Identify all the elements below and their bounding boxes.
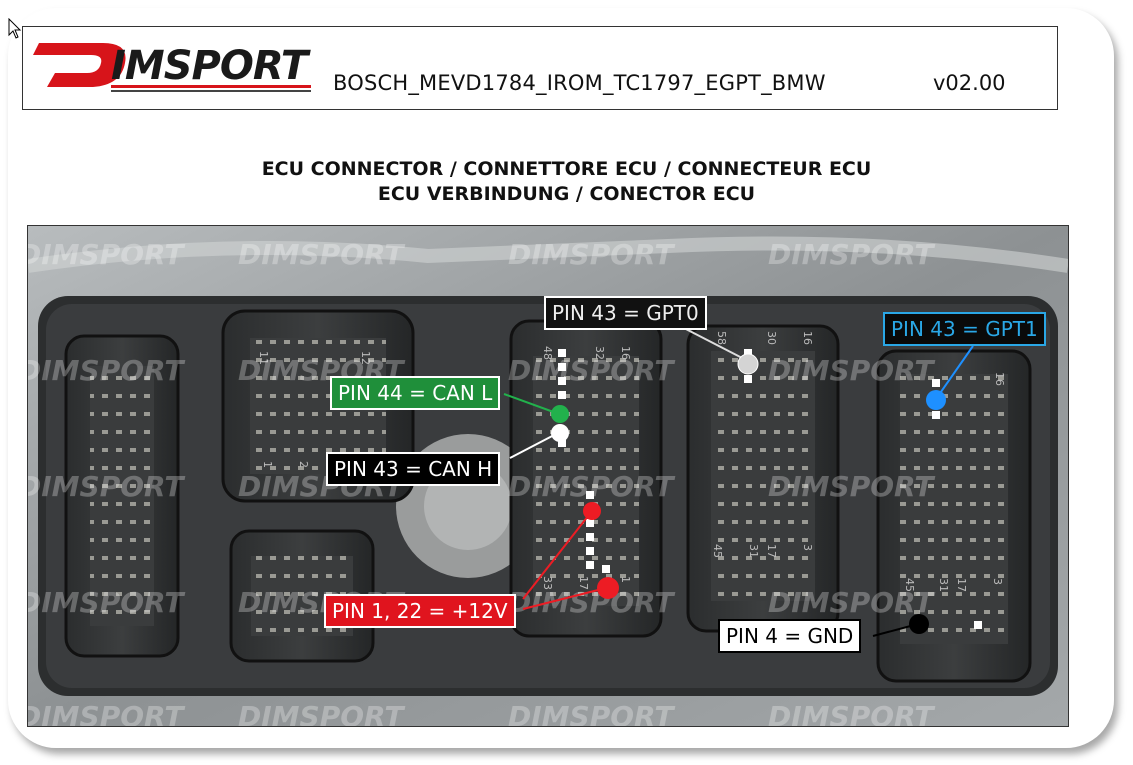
pin-label: 17 bbox=[765, 544, 778, 558]
watermark-text: DIMSPORT bbox=[508, 238, 675, 271]
page-heading-line2: ECU VERBINDUNG / CONECTOR ECU bbox=[377, 183, 756, 205]
leader-line-canh bbox=[509, 432, 559, 459]
pin-label: 33 bbox=[541, 576, 554, 590]
pin-label: 16 bbox=[993, 372, 1006, 386]
pin-label: 3 bbox=[991, 578, 1004, 585]
svg-text:IMSPORT: IMSPORT bbox=[111, 43, 311, 89]
leader-line-12v-a bbox=[522, 510, 593, 600]
pin-label: 31 bbox=[937, 578, 950, 592]
pin-label: 11 bbox=[257, 351, 270, 365]
document-version: v02.00 bbox=[933, 71, 1006, 95]
watermark-text: DIMSPORT bbox=[238, 238, 405, 271]
watermark-text: DIMSPORT bbox=[768, 470, 935, 503]
callout-12v: PIN 1, 22 = +12V bbox=[324, 594, 516, 628]
watermark-text: DIMSPORT bbox=[238, 700, 405, 726]
leader-line-gpt1 bbox=[935, 345, 974, 400]
pin-label: 48 bbox=[541, 346, 554, 360]
pin-dot-12v-a bbox=[583, 502, 601, 520]
pin-dot-canl bbox=[551, 405, 569, 423]
pin-label: 2 bbox=[297, 461, 310, 468]
leader-line-12v-b bbox=[522, 587, 607, 610]
pin-label: 1 bbox=[261, 461, 274, 468]
leader-line-gpt0 bbox=[679, 325, 749, 362]
watermark-text: DIMSPORT bbox=[508, 470, 675, 503]
pin-label: 30 bbox=[765, 331, 778, 345]
pin-dot-gnd bbox=[909, 614, 929, 634]
pin-label: 45 bbox=[903, 578, 916, 592]
pin-dot-gpt1 bbox=[926, 390, 946, 410]
callout-gpt1: PIN 43 = GPT1 bbox=[883, 312, 1046, 346]
pin-label: 16 bbox=[801, 331, 814, 345]
watermark-text: DIMSPORT bbox=[768, 238, 935, 271]
watermark-text: DIMSPORT bbox=[28, 470, 185, 503]
watermark-text: DIMSPORT bbox=[28, 238, 185, 271]
pin-dot-12v-b bbox=[597, 577, 619, 599]
watermark-text: DIMSPORT bbox=[28, 586, 185, 619]
watermark-text: DIMSPORT bbox=[28, 700, 185, 726]
pin-label: 58 bbox=[715, 331, 728, 345]
watermark-text: DIMSPORT bbox=[768, 586, 935, 619]
pin-label: 45 bbox=[711, 544, 724, 558]
callout-gnd: PIN 4 = GND bbox=[718, 619, 862, 653]
pin-label: 17 bbox=[577, 576, 590, 590]
callout-gpt0: PIN 43 = GPT0 bbox=[544, 296, 707, 330]
pin-label: 31 bbox=[747, 544, 760, 558]
document-header: IMSPORT BOSCH_MEVD1784_IROM_TC1797_EGPT_… bbox=[22, 26, 1058, 110]
watermark-text: DIMSPORT bbox=[28, 354, 185, 387]
callout-can-l: PIN 44 = CAN L bbox=[330, 376, 501, 410]
document-title: BOSCH_MEVD1784_IROM_TC1797_EGPT_BMW bbox=[333, 71, 826, 95]
page-heading-line1: ECU CONNECTOR / CONNETTORE ECU / CONNECT… bbox=[261, 158, 872, 180]
pin-label: 16 bbox=[619, 346, 632, 360]
watermark-text: DIMSPORT bbox=[508, 354, 675, 387]
callout-can-h: PIN 43 = CAN H bbox=[326, 452, 501, 486]
watermark-text: DIMSPORT bbox=[508, 700, 675, 726]
pin-dot-canh bbox=[551, 424, 569, 442]
mouse-cursor-icon bbox=[8, 18, 22, 39]
pin-label: 32 bbox=[593, 346, 606, 360]
leader-line-canl bbox=[503, 393, 560, 415]
pin-dot-gpt0 bbox=[737, 353, 759, 375]
pin-label: 17 bbox=[955, 578, 968, 592]
pin-label: 3 bbox=[801, 544, 814, 551]
watermark-text: DIMSPORT bbox=[768, 700, 935, 726]
pin-label: 12 bbox=[359, 351, 372, 365]
dimsport-logo: IMSPORT bbox=[33, 43, 312, 92]
ecu-connector-photo: 11 12 1 2 48 32 16 33 17 1 58 30 16 45 3… bbox=[27, 225, 1069, 727]
pin-label: 1 bbox=[619, 576, 632, 583]
watermark-text: DIMSPORT bbox=[768, 354, 935, 387]
